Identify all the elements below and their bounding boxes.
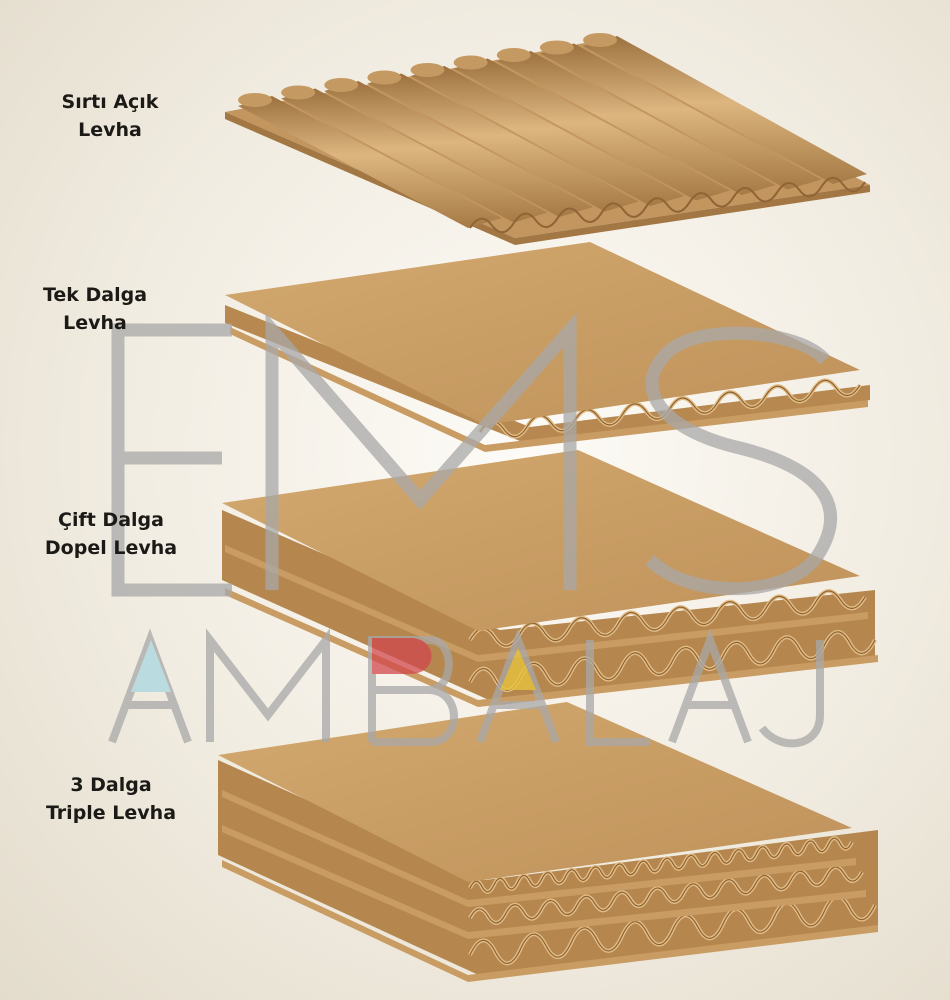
triple-wall-edge [218,760,878,978]
single-wall-bottom-lip [230,327,868,452]
label-single-wall-line1: Tek Dalga [42,284,148,306]
label-open-back-line1: Sırtı Açık [61,91,159,113]
label-triple-wall: 3 Dalga Triple Levha [16,771,206,827]
watermark-letter-l [586,640,650,746]
open-back-ridge-cap [453,55,488,70]
open-back-flute-edge [469,176,866,234]
double-wall-bottom-lip [225,588,878,707]
open-back-ridge-cap [367,70,402,85]
watermark-letter-e [111,323,232,597]
open-back-ridge [324,81,594,217]
label-single-wall: Tek Dalga Levha [0,281,190,337]
triple-wall-flute-edge-1 [468,836,854,894]
watermark-letter-a3 [668,628,752,744]
open-back-ridge [453,58,731,201]
double-wall-middle-lip [225,545,868,662]
watermark-letter-a1 [108,628,192,744]
open-back-board [225,33,870,245]
open-back-ridge-cap [496,48,531,62]
label-single-wall-line2: Levha [63,312,127,334]
open-back-ridge-cap [539,40,574,55]
triple-wall-lip-3 [222,860,878,982]
watermark-red-shape [372,638,432,674]
double-wall-edge [222,510,875,705]
watermark-letter-m [265,312,577,590]
label-open-back-line2: Levha [78,119,142,141]
open-back-ridge [539,43,822,190]
double-wall-flute-edge-lower [468,629,877,693]
watermark-blue-triangle [131,640,171,692]
triple-wall-lip-1 [222,790,856,907]
open-back-ridge-cap [410,63,445,77]
watermark-yellow-triangle [500,648,536,690]
ems-ambalaj-watermark [108,312,838,748]
triple-wall-flute-edge-2 [468,865,864,925]
open-back-ridge [367,73,639,212]
open-back-base-edge [225,112,870,245]
flute-wave-outline [469,896,876,964]
single-wall-top-sheet [225,242,860,425]
flute-wave-outline [469,837,853,893]
label-triple-wall-line1: 3 Dalga [70,774,152,796]
triple-wall-flute-edge-3 [468,894,877,966]
triple-wall-board [218,702,878,982]
label-triple-wall-line2: Triple Levha [45,802,177,824]
open-back-ridge [410,66,685,206]
label-double-wall-line2: Dopel Levha [44,537,178,559]
double-wall-flute-edge-upper [468,589,867,648]
triple-wall-lip-2 [222,825,866,939]
flute-wave-outline [469,590,866,647]
open-back-ridge-cap [238,93,272,107]
open-back-ridge-cap [583,33,617,47]
watermark-letter-j [758,640,824,748]
watermark-letter-s [645,326,838,596]
watermark-letter-b [368,636,458,746]
label-double-wall: Çift Dalga Dopel Levha [16,506,206,562]
open-back-ridge [281,88,548,223]
triple-wall-top-sheet [218,702,852,882]
open-back-ridge [583,36,867,184]
open-back-ridge-cap [281,85,316,100]
open-back-ridge-cap [324,78,359,92]
open-back-flutes [238,33,867,228]
label-double-wall-line1: Çift Dalga [58,509,164,531]
watermark-letter-a2 [476,628,560,744]
label-open-back: Sırtı Açık Levha [15,88,205,144]
flute-wave-outline [469,631,876,691]
open-back-ridge [496,51,776,195]
watermark-letter-m2 [206,628,330,742]
open-back-ridge [238,96,502,228]
flute-wave-outline [469,866,863,924]
